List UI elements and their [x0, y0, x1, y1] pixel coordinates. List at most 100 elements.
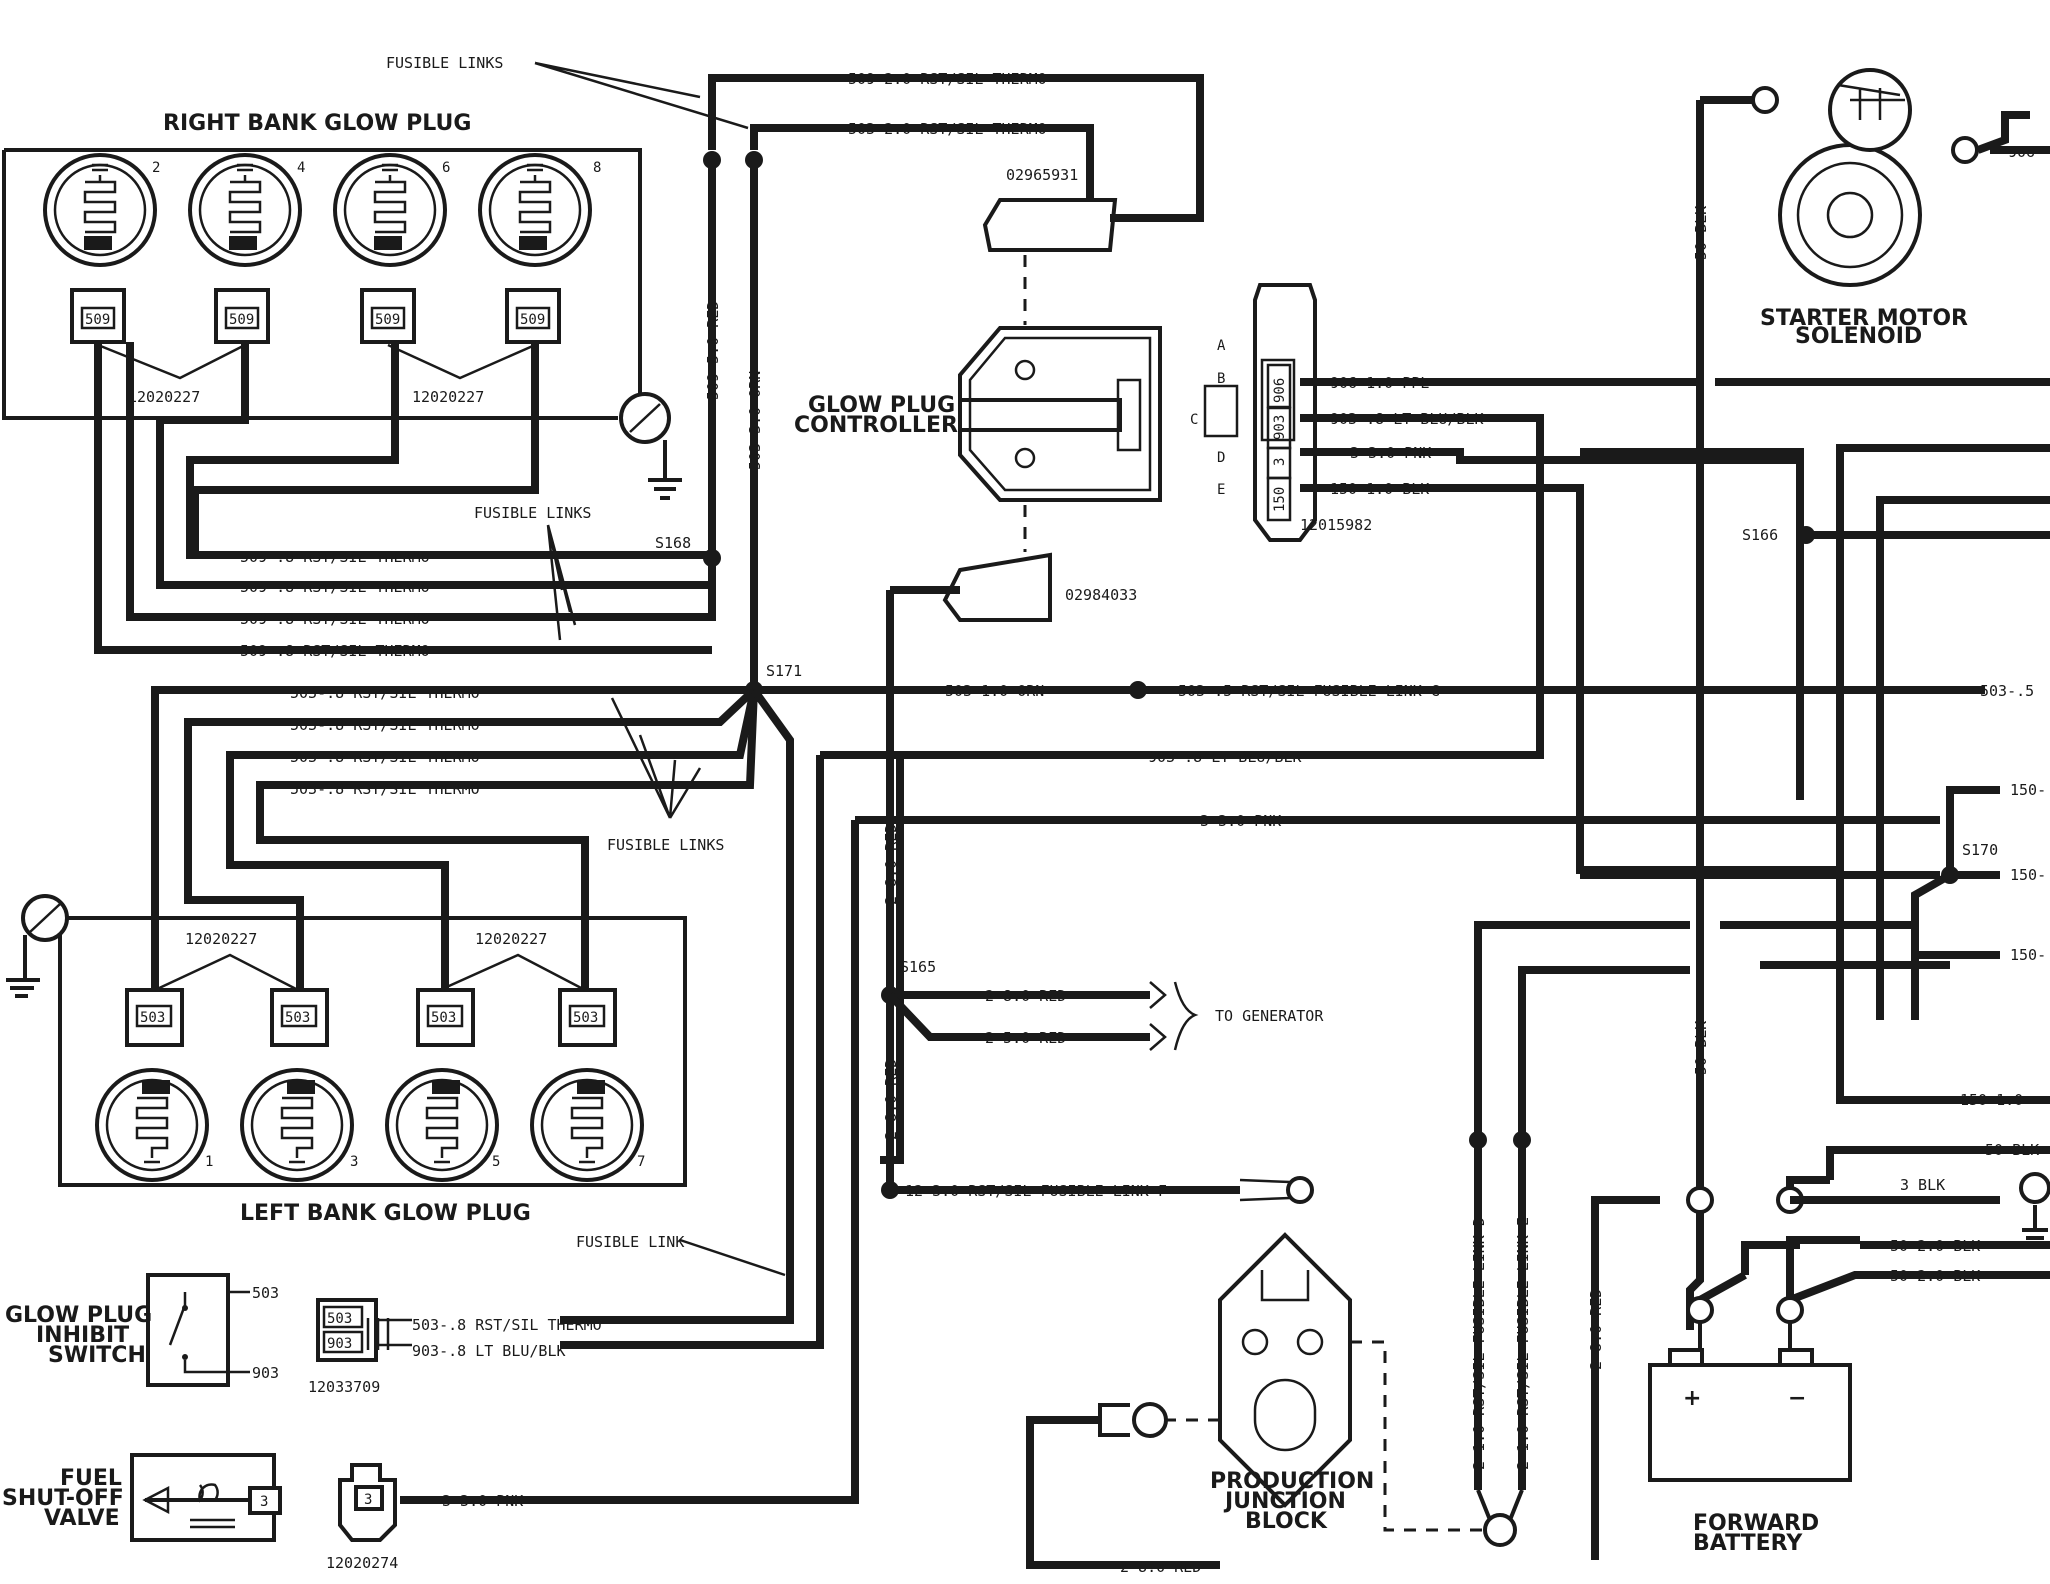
wire-label: 509-.8 RST/SIL THERMO — [240, 642, 430, 660]
wire-label: 3-3.0 PNK — [1350, 444, 1431, 462]
plug-number: 1 — [205, 1154, 213, 1170]
wire-label: 150- — [2010, 866, 2046, 884]
cavity-number: 3 — [1272, 458, 1288, 466]
plug-number: 6 — [442, 160, 450, 176]
wire-label: 2-8.0 RED — [1120, 1558, 1201, 1576]
wire-label: 503-.5 — [1980, 682, 2034, 700]
wire-label: 12-3.0 RST/SIL FUSIBLE LINK F — [905, 1182, 1167, 1200]
wire-label: 509-5.0 RED — [704, 301, 722, 400]
inhibit-title-1: GLOW PLUG — [5, 1303, 152, 1328]
pjb-title-2: JUNCTION — [1223, 1489, 1346, 1514]
connector-label: 3 — [364, 1492, 372, 1508]
part-number: 02965931 — [1006, 166, 1078, 184]
glow-plug-controller: GLOW PLUG CONTROLLER 02965931 02984033 — [794, 166, 1162, 622]
battery-title-1: FORWARD — [1693, 1511, 1819, 1536]
battery-section: 50 BLK 50 BLK + − FORWARD BATTERY 50 BLK… — [1648, 86, 2050, 1556]
cavity-number: 903 — [1272, 415, 1288, 440]
wire-label: 503-3.0 ORN — [746, 371, 764, 470]
pin-label: D — [1217, 450, 1225, 466]
wire-label: 503-.8 RST/SIL THERMO — [412, 1316, 602, 1334]
wire-label: 2-8.0 RED — [882, 1059, 900, 1140]
part-number: 12020227 — [475, 930, 547, 948]
connector-label: 509 — [375, 312, 400, 328]
wire-label: 2-1.0 RST/SIL FUSIBLE LINK E — [1514, 1217, 1532, 1470]
connector-label: 509 — [229, 312, 254, 328]
fusible-links-label: FUSIBLE LINKS — [386, 54, 503, 72]
glow-plug-inhibit-switch: 503 903 GLOW PLUG INHIBIT SWITCH 503 903… — [5, 1273, 412, 1396]
wire-label: 2-8.0 RED — [985, 987, 1066, 1005]
left-glow-plug-5: 5 — [385, 1068, 500, 1182]
ground-icon — [619, 392, 682, 500]
right-glow-plug-2: 2 — [43, 153, 160, 267]
fusible-link-label: FUSIBLE LINK — [576, 1233, 684, 1251]
right-509-connectors: 509 509 509 509 — [70, 288, 561, 344]
battery-plus: + — [1683, 1386, 1701, 1411]
battery-minus: − — [1788, 1386, 1806, 1411]
wire-label: 2-8.0 RED — [1587, 1289, 1605, 1370]
left-side-wires: 903-.8 LT BLU/BLK 3-3.0 PNK 503-.8 RST/S… — [400, 748, 1940, 1510]
generator-feed: S165 2-8.0 RED 2-5.0 RED TO GENERATOR 2-… — [881, 586, 1324, 1204]
wire-label: 503-.8 RST/SIL THERMO — [290, 780, 480, 798]
fusible-links-d-e: 2-1.0 RST/SIL FUSIBLE LINK D 2-1.0 RST/S… — [1469, 921, 1690, 1560]
right-bank-glow-plugs: RIGHT BANK GLOW PLUG 2 4 6 8 509 509 509 — [2, 111, 682, 500]
wire-label: 2-1.0 RST/SIL FUSIBLE LINK D — [1470, 1217, 1488, 1470]
fuel-title-3: VALVE — [44, 1506, 120, 1531]
to-generator-label: TO GENERATOR — [1215, 1007, 1324, 1025]
s168-wires: S168 509-.8 RST/SIL THERMO 509-.8 RST/SI… — [94, 342, 721, 660]
part-number: 12020227 — [185, 930, 257, 948]
pjb-title-1: PRODUCTION — [1210, 1469, 1374, 1494]
wire-label: 150-1.0 BLK — [1330, 480, 1429, 498]
plug-number: 3 — [350, 1154, 358, 1170]
wire-label: 503-.8 RST/SIL THERMO — [290, 684, 480, 702]
plug-number: 8 — [593, 160, 601, 176]
plug-number: 5 — [492, 1154, 500, 1170]
splice-label: S170 — [1962, 841, 1998, 859]
wire-label: 2-8.0 RED — [882, 824, 900, 905]
wire-label: 50 BLK — [1692, 1021, 1710, 1075]
production-junction-block: 2-8.0 RED PRODUCTION JUNCTION BLOCK — [1026, 1232, 1524, 1576]
battery-title-2: BATTERY — [1693, 1531, 1803, 1556]
inhibit-title-3: SWITCH — [48, 1343, 146, 1368]
wire-label: 3 BLK — [1900, 1176, 1945, 1194]
cavity-number: 150 — [1272, 487, 1288, 512]
feed-wires: 509-2.0 RST/SIL THERMO 503-2.0 RST/SIL T… — [386, 54, 1204, 690]
ground-icon — [6, 894, 69, 998]
cavity-number: 906 — [1272, 378, 1288, 403]
splice-label: S168 — [655, 534, 691, 552]
controller-title-2: CONTROLLER — [794, 413, 958, 438]
terminal-label: 3 — [260, 1494, 268, 1510]
wire-label: 509-.8 RST/SIL THERMO — [240, 610, 430, 628]
wire-label: 509-.8 RST/SIL THERMO — [240, 548, 430, 566]
wire-label: 503-.8 RST/SIL THERMO — [290, 716, 480, 734]
right-bank-title: RIGHT BANK GLOW PLUG — [163, 111, 471, 136]
ground-icon — [2019, 1172, 2050, 1240]
pin-label: B — [1217, 371, 1225, 387]
pin-label: E — [1217, 482, 1225, 498]
wire-label: 503-2.0 RST/SIL THERMO — [848, 120, 1047, 138]
wire-label: 3-3.0 PNK — [442, 1492, 523, 1510]
plug-number: 7 — [637, 1154, 645, 1170]
wire-label: 50 BLK — [1692, 206, 1710, 260]
part-number: 02984033 — [1065, 586, 1137, 604]
inhibit-title-2: INHIBIT — [36, 1323, 129, 1348]
left-glow-plug-7: 7 — [530, 1068, 645, 1182]
controller-title-1: GLOW PLUG — [808, 393, 955, 418]
starter-motor-solenoid: 906- STARTER MOTOR SOLENOID — [1760, 68, 2050, 349]
right-glow-plug-6: 6 — [333, 153, 450, 267]
splice-label: S165 — [900, 958, 936, 976]
part-number: 12015982 — [1300, 516, 1372, 534]
fuel-title-1: FUEL — [60, 1466, 122, 1491]
part-number: 12020227 — [412, 388, 484, 406]
connector-label: 509 — [520, 312, 545, 328]
starter-title-2: SOLENOID — [1795, 324, 1922, 349]
part-number: 12020274 — [326, 1554, 398, 1572]
connector-label: 503 — [327, 1311, 352, 1327]
connector-label: 903 — [327, 1336, 352, 1352]
right-glow-plug-8: 8 — [478, 153, 601, 267]
splice-label: S171 — [766, 662, 802, 680]
connector-label: 503 — [285, 1010, 310, 1026]
wire-label: 903-.8 LT BLU/BLK — [412, 1342, 566, 1360]
part-number: 12033709 — [308, 1378, 380, 1396]
wire-label: 906- — [2008, 143, 2044, 161]
